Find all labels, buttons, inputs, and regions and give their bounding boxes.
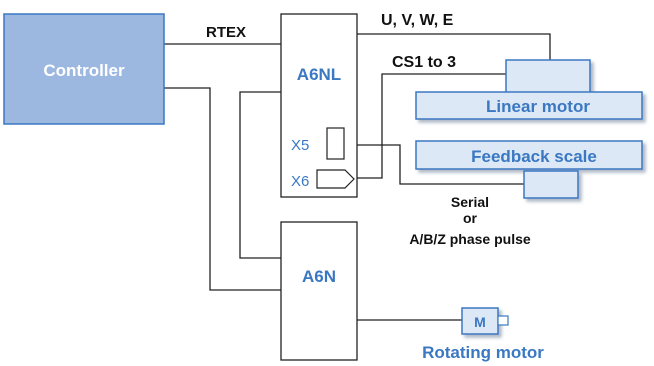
- cs-line: [355, 73, 506, 179]
- linear-motor-rail: [415, 91, 643, 120]
- amp-a6nl-box: [280, 13, 358, 198]
- port-x6: [316, 169, 355, 189]
- linear-motor-label: Linear motor: [486, 97, 590, 116]
- controller-label: Controller: [43, 61, 125, 80]
- serial-label-line3: A/B/Z phase pulse: [409, 231, 531, 247]
- amp-a6n-label: A6N: [302, 267, 336, 286]
- linear-motor: Linear motor: [415, 59, 643, 120]
- power-line: [357, 33, 551, 60]
- serial-label-line2: or: [463, 210, 478, 226]
- rotating-motor-label: Rotating motor: [422, 343, 544, 362]
- linear-motor-carriage: [505, 59, 591, 95]
- amp-a6nl: A6NL X5 X6: [280, 13, 358, 198]
- controller: Controller: [3, 13, 165, 125]
- connection-lines: [164, 33, 551, 321]
- amp-a6n: A6N: [280, 221, 358, 361]
- feedback-scale-rail: [415, 140, 643, 170]
- cs-label: CS1 to 3: [392, 54, 456, 71]
- serial-line: [345, 144, 530, 185]
- controller-to-a6n-line-1: [164, 87, 281, 291]
- feedback-scale-head: [523, 170, 579, 199]
- rotating-motor-shaft: [497, 315, 509, 326]
- amp-a6nl-label: A6NL: [297, 65, 341, 84]
- rotating-motor-symbol: M: [474, 314, 486, 330]
- rotating-motor-box: [461, 307, 499, 335]
- power-label: U, V, W, E: [381, 12, 454, 29]
- a6nl-to-a6n-line: [239, 91, 281, 259]
- feedback-scale-label: Feedback scale: [471, 147, 597, 166]
- port-x5-label: X5: [291, 137, 309, 154]
- feedback-scale: Feedback scale: [415, 140, 643, 199]
- amp-a6n-box: [280, 221, 358, 361]
- controller-box: [3, 13, 165, 125]
- rtex-label: RTEX: [206, 24, 246, 41]
- port-x6-label: X6: [291, 173, 309, 190]
- port-x5: [326, 127, 345, 160]
- rotating-motor: M Rotating motor: [422, 307, 544, 362]
- serial-label-line1: Serial: [451, 194, 489, 210]
